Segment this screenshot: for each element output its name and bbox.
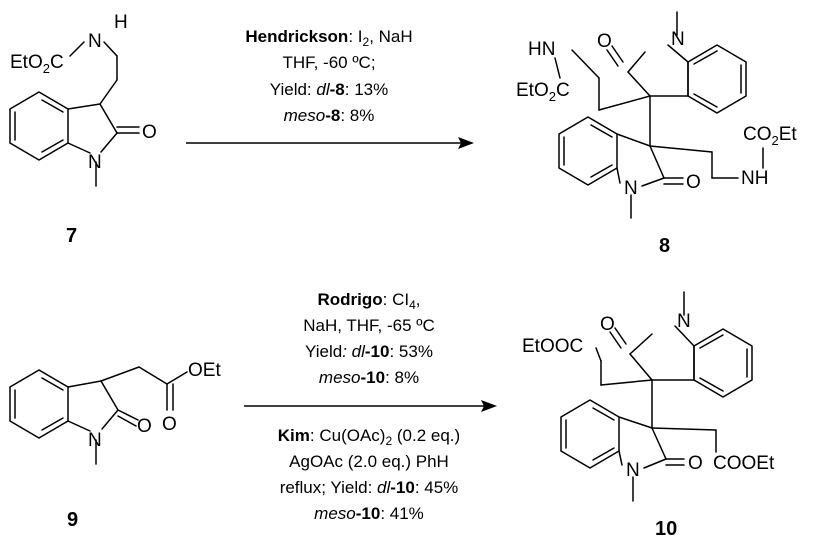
atom-oxygen: O (137, 416, 152, 437)
group-co2et: CO2Et (743, 124, 797, 148)
structure-compound-9 (9, 366, 188, 465)
atom-oxygen: O (142, 122, 157, 143)
atom-nitrogen: N (624, 178, 638, 199)
compound-label-8: 8 (659, 235, 670, 257)
compound-label-10: 10 (655, 518, 677, 540)
structure-compound-7 (9, 41, 140, 187)
atom-nitrogen: N (88, 31, 102, 52)
atom-hn: HN (528, 39, 555, 60)
reaction1-line2: THF, -60 ºC; (282, 53, 375, 72)
atom-oxygen: O (162, 414, 177, 435)
reaction-arrow-1 (186, 137, 474, 149)
reaction3-line3: reflux; Yield: dl-10: 45% (280, 478, 459, 497)
atom-nitrogen: N (88, 152, 102, 173)
atom-oxygen: O (600, 314, 615, 335)
atom-nitrogen: N (88, 430, 102, 451)
atom-nitrogen: N (671, 29, 685, 50)
reaction2-line2: NaH, THF, -65 ºC (303, 316, 435, 335)
atom-oxygen: O (597, 31, 612, 52)
compound-label-7: 7 (66, 225, 77, 247)
structure-compound-10 (560, 291, 753, 502)
reaction2-line1: Rodrigo: CI4, (317, 290, 420, 312)
group-cooet: COOEt (713, 453, 775, 474)
reaction1-line1: Hendrickson: I2, NaH (245, 27, 412, 49)
compound-label-9: 9 (67, 509, 78, 531)
reaction3-line4: meso-10: 41% (314, 504, 424, 523)
reaction-arrow-2 (244, 400, 497, 412)
atom-oxygen: O (688, 453, 703, 474)
reaction1-line4: meso-8: 8% (284, 106, 375, 125)
reaction2-line4: meso-10: 8% (319, 368, 419, 387)
structure-compound-8 (554, 11, 764, 219)
atom-nitrogen: N (677, 311, 691, 332)
reaction3-line1: Kim: Cu(OAc)2 (0.2 eq.) (278, 426, 460, 448)
atom-oxygen: O (686, 172, 701, 193)
atom-nh: NH (741, 168, 768, 189)
reaction3-line2: AgOAc (2.0 eq.) PhH (289, 452, 449, 471)
group-eto2c: EtO2C (516, 80, 570, 104)
group-etooc: EtOOC (522, 336, 583, 357)
group-oet: OEt (188, 360, 221, 381)
group-eto2c: EtO2C (10, 52, 64, 76)
atom-nitrogen: N (626, 460, 640, 481)
reaction1-line3: Yield: dl-8: 13% (270, 80, 388, 99)
reaction2-line3: Yield: dl-10: 53% (305, 342, 433, 361)
atom-h: H (114, 12, 128, 33)
